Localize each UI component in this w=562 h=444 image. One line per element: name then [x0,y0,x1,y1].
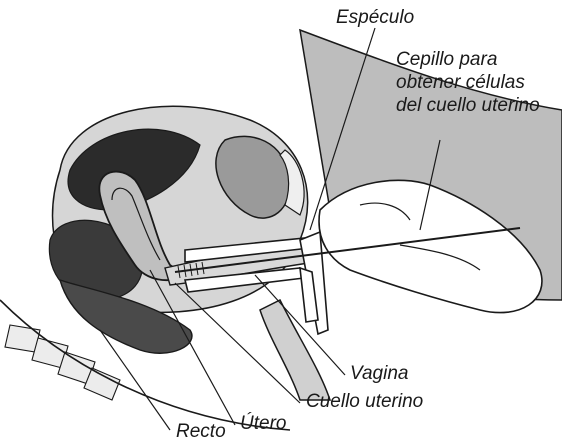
label-recto: Recto [176,420,226,443]
label-cepillo-line3: del cuello uterino [396,94,540,117]
speculum [185,232,328,334]
label-utero: Útero [240,412,286,435]
label-cuello: Cuello uterino [306,390,423,413]
label-cepillo-line2: obtener células [396,71,540,94]
label-cepillo-line1: Cepillo para [396,48,540,71]
label-vagina: Vagina [350,362,408,385]
label-especulo: Espéculo [336,6,414,29]
label-cepillo: Cepillo para obtener células del cuello … [396,48,540,117]
sacrum [5,325,120,400]
